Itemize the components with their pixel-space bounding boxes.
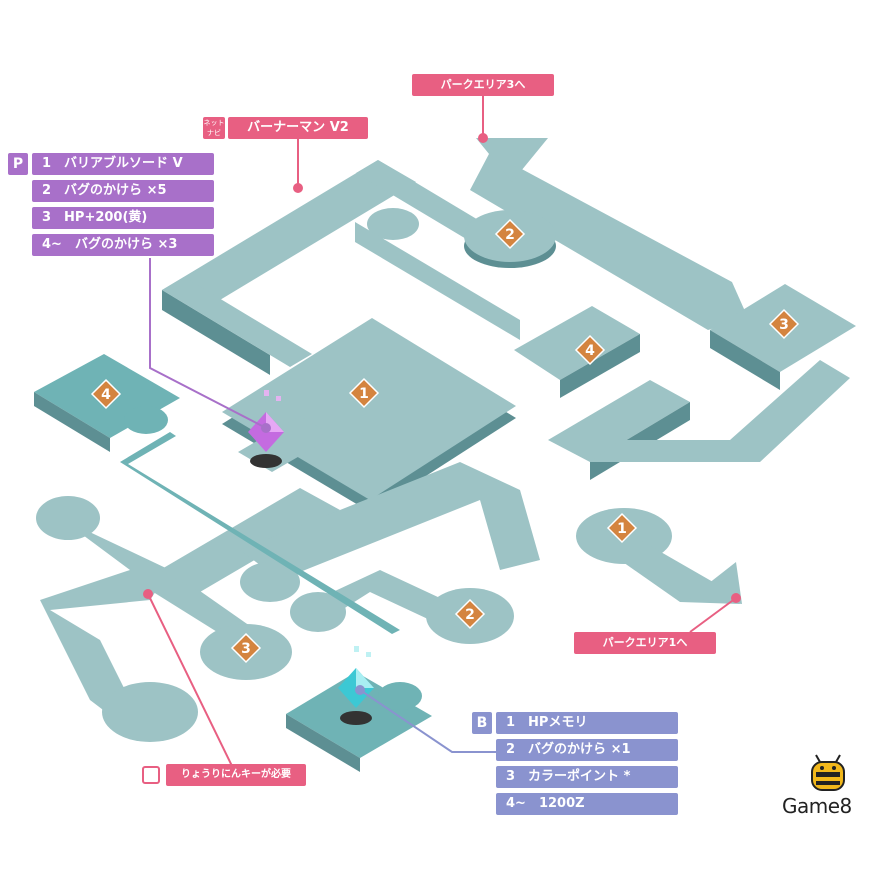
- marker-4-center-label: 4: [585, 343, 595, 359]
- p-list-item-1: 1 バリアブルソード V: [32, 153, 214, 175]
- lock-icon: [142, 766, 160, 784]
- marker-2-top-label: 2: [505, 227, 515, 243]
- lower-maze: [36, 432, 540, 742]
- p-list-marker: P: [8, 153, 28, 175]
- room-1-lower: [576, 508, 742, 604]
- p-list-item-4: 4~ バグのかけら ×3: [32, 234, 214, 256]
- p-list-item-2: 2 バグのかけら ×5: [32, 180, 214, 202]
- b-list-item-4: 4~ 1200Z: [496, 793, 678, 815]
- marker-4-left-label: 4: [101, 387, 111, 403]
- lock-requirement-label: りょうりにんキーが必要: [166, 764, 306, 786]
- b-list-item-1: 1 HPメモリ: [496, 712, 678, 734]
- right-corridor: [514, 284, 856, 480]
- path-to-park3: [470, 138, 748, 338]
- game8-logo-text: Game8: [782, 794, 852, 818]
- p-list-item-3: 3 HP+200(黄): [32, 207, 214, 229]
- marker-1-main-label: 1: [359, 386, 369, 402]
- park1-exit-label: パークエリア1へ: [574, 632, 716, 654]
- b-list-marker: B: [472, 712, 492, 734]
- b-list-item-3: 3 カラーポイント *: [496, 766, 678, 788]
- area-markers: 1 2 3 4 1 2 3 4: [91, 219, 799, 663]
- upper-loop-corridor: [162, 160, 520, 375]
- game8-mascot-icon: [811, 754, 845, 791]
- marker-3-right-label: 3: [779, 317, 789, 333]
- b-list-item-2: 2 バグのかけら ×1: [496, 739, 678, 761]
- marker-2-lower-label: 2: [465, 607, 475, 623]
- net-navi-badge: ネット ナビ: [203, 117, 225, 139]
- boss-label: バーナーマン V2: [228, 117, 368, 139]
- park3-exit-label: パークエリア3へ: [412, 74, 554, 96]
- marker-3-lower-label: 3: [241, 641, 251, 657]
- marker-1-lower-label: 1: [617, 521, 627, 537]
- leader-lines: [143, 96, 741, 767]
